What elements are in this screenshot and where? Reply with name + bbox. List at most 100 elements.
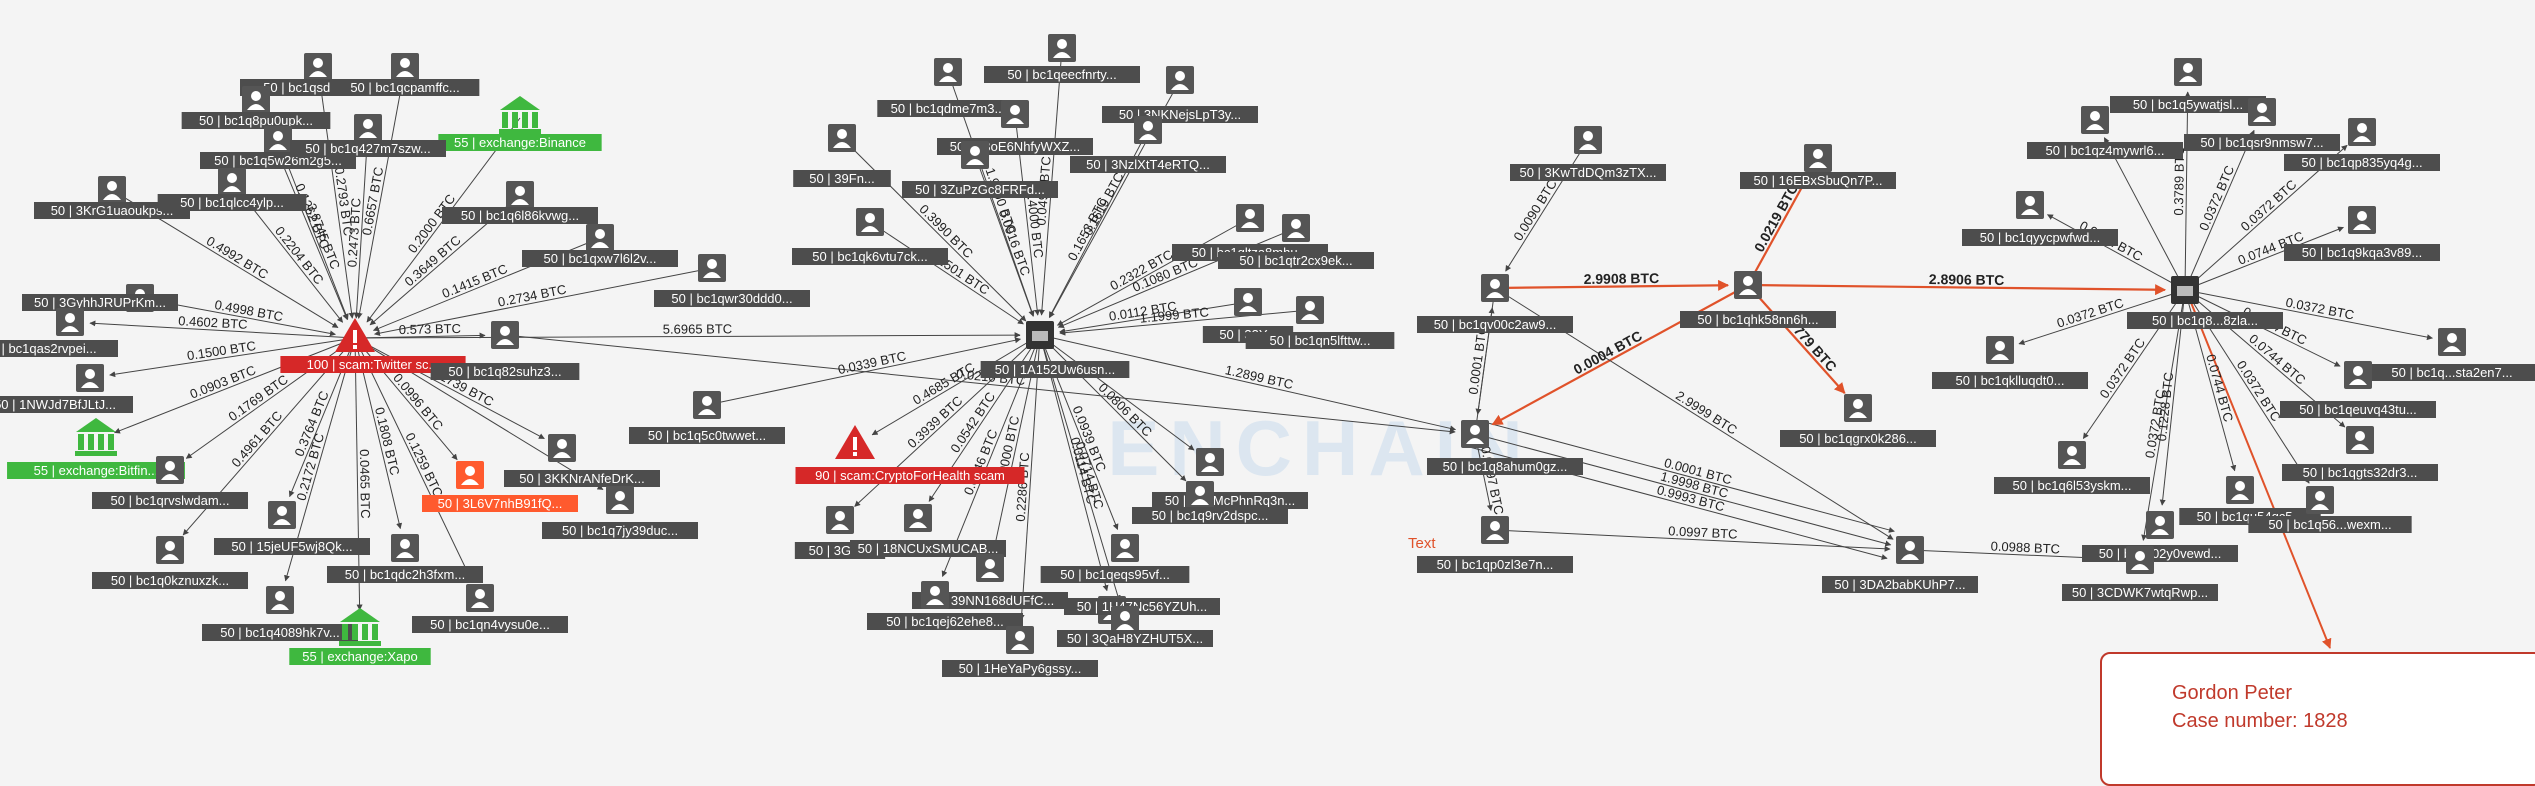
node-n27[interactable]: 55 | exchange:Xapo [289, 608, 431, 665]
node-n57[interactable]: 50 | bc1qgrx0k286... [1780, 394, 1936, 447]
edge-n31-n40[interactable] [841, 137, 1027, 322]
node-n65[interactable]: 50 | bc1qyycpwfwd... [1962, 191, 2118, 246]
edge-n58-n60[interactable] [1478, 419, 1895, 533]
edge-n56-n57[interactable] [1747, 284, 1846, 394]
node-n59[interactable]: 50 | bc1qp0zl3e7n... [1417, 516, 1573, 573]
node-n68[interactable]: 50 | bc1qklluqdt0... [1932, 336, 2088, 389]
node-n19[interactable]: 50 | 3KKNrANfeDrK... [504, 434, 660, 487]
node-n64[interactable]: 50 | bc1qp835yq4g... [2284, 118, 2440, 171]
edge-n67-n65[interactable] [2047, 214, 2186, 291]
edge-n58-n60[interactable] [1474, 433, 1892, 547]
edge-n38-n40[interactable] [1059, 301, 1249, 334]
edge-n67-n69[interactable] [2184, 289, 2433, 341]
node-n22[interactable]: 50 | bc1q0kznuxzk... [92, 536, 248, 589]
node-n69[interactable]: 50 | bc1q...sta2en7... [2366, 328, 2535, 381]
edge-n06-n15[interactable] [353, 127, 369, 319]
node-n55[interactable]: 50 | bc1qv00c2aw9... [1417, 274, 1573, 333]
edge-n55-n56[interactable] [1494, 279, 1730, 291]
node-n49[interactable]: 50 | bc1qej62ehe8... [867, 581, 1023, 630]
node-n12[interactable]: 50 | bc1qas2rvpei... [0, 308, 118, 357]
node-n09[interactable]: 50 | bc1q6l86kvwg... [442, 181, 598, 224]
case-note[interactable]: Gordon Peter Case number: 1828 [2100, 652, 2535, 786]
edge-n56-n67[interactable] [1747, 283, 2167, 296]
node-n14[interactable]: 55 | exchange:Bitfin... [7, 418, 185, 479]
node-n32[interactable]: 50 | 3BoE6NhfyWXZ... [937, 100, 1093, 155]
node-n47[interactable]: 50 | 39NN168dUFfC... [912, 554, 1068, 609]
edge-n05-n15[interactable] [277, 139, 349, 320]
node-n53[interactable]: 50 | 3KwTdDQm3zTX... [1510, 126, 1666, 181]
node-n25[interactable]: 50 | bc1q4089hk7v... [202, 586, 358, 641]
node-n39[interactable]: 50 | bc1qn5lfttw... [1245, 296, 1395, 349]
node-n63[interactable]: 50 | bc1qsr9nmsw7... [2184, 98, 2340, 151]
node-n44[interactable]: 50 | 18NCUxSMUCAB... [850, 504, 1006, 557]
node-n07[interactable]: 50 | 3KrG1uaoukps... [34, 176, 190, 219]
node-n29[interactable]: 50 | bc1qeecfnrty... [984, 34, 1140, 83]
edge-n15-n14[interactable] [114, 337, 356, 434]
edge-n15-n26[interactable] [354, 337, 472, 581]
edge-n56-n58[interactable] [1491, 284, 1749, 426]
node-n24[interactable]: 50 | bc1qdc2h3fxm... [327, 534, 483, 583]
edge-n01-n15[interactable] [317, 66, 355, 319]
node-n26[interactable]: 50 | bc1qn4vysu0e... [412, 584, 568, 633]
node-n34[interactable]: 50 | 3ZuPzGc8FRFd... [902, 141, 1058, 198]
node-n06[interactable]: 50 | bc1q427m7szw... [290, 114, 446, 157]
edge-n67-n62[interactable] [2103, 137, 2186, 291]
edge-n67-n61[interactable] [2184, 91, 2191, 291]
node-n23[interactable]: 50 | 15jeUF5wj8Qk... [214, 501, 370, 555]
edge-n40-n46[interactable] [1039, 334, 1187, 482]
node-n70[interactable]: 50 | bc1qeuvq43tu... [2280, 361, 2436, 418]
edge-n40-n42[interactable] [871, 334, 1041, 436]
edge-n35-n40[interactable] [1056, 217, 1251, 326]
node-n62[interactable]: 50 | bc1qz4mywrl6... [2027, 106, 2183, 159]
edge-n39-n40[interactable] [1059, 309, 1311, 336]
edge-n16-n58[interactable] [504, 334, 1456, 435]
node-n17[interactable]: 50 | bc1qwr30ddd0... [654, 254, 810, 307]
edge-n67-n63[interactable] [2184, 129, 2255, 291]
node-n13[interactable]: 50 | 1NWJd7BfJLtJ... [0, 364, 133, 413]
node-n72[interactable]: 50 | bc1qgts32dr3... [2282, 426, 2438, 481]
node-n60[interactable]: 50 | 3DA2babKUhP7... [1822, 536, 1978, 593]
edge-n15-n27[interactable] [354, 337, 363, 611]
node-n51[interactable]: 50 | 3QaH8YZHUT5X... [1057, 606, 1213, 647]
edge-n40-n52[interactable] [1018, 334, 1041, 621]
node-n52[interactable]: 50 | 1HeYaPy6gssy... [942, 626, 1098, 677]
node-n37[interactable]: 50 | bc1qtr2cx9ek... [1218, 214, 1374, 269]
node-n42[interactable]: 90 | scam:CryptoForHealth scam [795, 425, 1025, 484]
edge-n36-n40[interactable] [869, 221, 1024, 325]
edge-n40-n45[interactable] [1039, 334, 1195, 451]
node-n03[interactable]: 55 | exchange:Binance [438, 96, 602, 151]
edge-n15-n12[interactable] [89, 320, 356, 339]
node-n46[interactable]: 50 | bc1q9rv2dspc... [1132, 481, 1288, 524]
node-n08[interactable]: 50 | bc1qlcc4ylp... [157, 168, 307, 211]
edge-n55-n58[interactable] [1475, 287, 1496, 415]
edge-n17-n15[interactable] [374, 267, 713, 337]
edge-n40-n51[interactable] [1039, 334, 1121, 602]
node-n10[interactable]: 50 | bc1qxw7l6l2v... [522, 224, 678, 267]
node-n21[interactable]: 50 | bc1q7jy39duc... [542, 486, 698, 539]
edge-n15-n13[interactable] [109, 337, 356, 378]
edge-n02-n15[interactable] [356, 66, 406, 319]
node-n41[interactable]: 50 | bc1q5c0twwet... [629, 391, 785, 444]
edge-n67-n66[interactable] [2184, 226, 2344, 291]
node-n50[interactable]: 50 | 1H47Nc56YZUh... [1064, 596, 1220, 624]
node-n15[interactable]: 100 | scam:Twitter sc... [280, 318, 466, 373]
edge-n40-n58[interactable] [1039, 334, 1457, 432]
node-n04[interactable]: 50 | bc1q8pu0upk... [181, 86, 331, 129]
edge-n67-n76[interactable] [2141, 289, 2186, 541]
node-n76[interactable]: 50 | 3CDWK7wtqRwp... [2062, 546, 2218, 601]
node-n33[interactable]: 50 | 3NzlXtT4eRTQ... [1070, 116, 1226, 173]
edge-n15-n19[interactable] [354, 337, 545, 440]
edge-n15-n40[interactable] [354, 332, 1021, 339]
node-n11[interactable]: 50 | 3GyhhJRUPrKm... [22, 284, 178, 312]
edge-n56-n54[interactable] [1747, 174, 1810, 286]
node-n20[interactable]: 50 | 3L6V7nhB91fQ... [422, 461, 578, 512]
edge-n53-n55[interactable] [1505, 139, 1589, 272]
node-n18[interactable]: 50 | bc1qrvslwdam... [92, 456, 248, 509]
edge-n67-n68[interactable] [2018, 289, 2186, 346]
node-n66[interactable]: 50 | bc1q9kqa3v89... [2284, 206, 2440, 261]
edge-n59-n60[interactable] [1494, 529, 1891, 552]
node-n16[interactable]: 50 | bc1q82suhz3... [430, 321, 580, 380]
node-n31[interactable]: 50 | 39Fn... [793, 124, 891, 187]
